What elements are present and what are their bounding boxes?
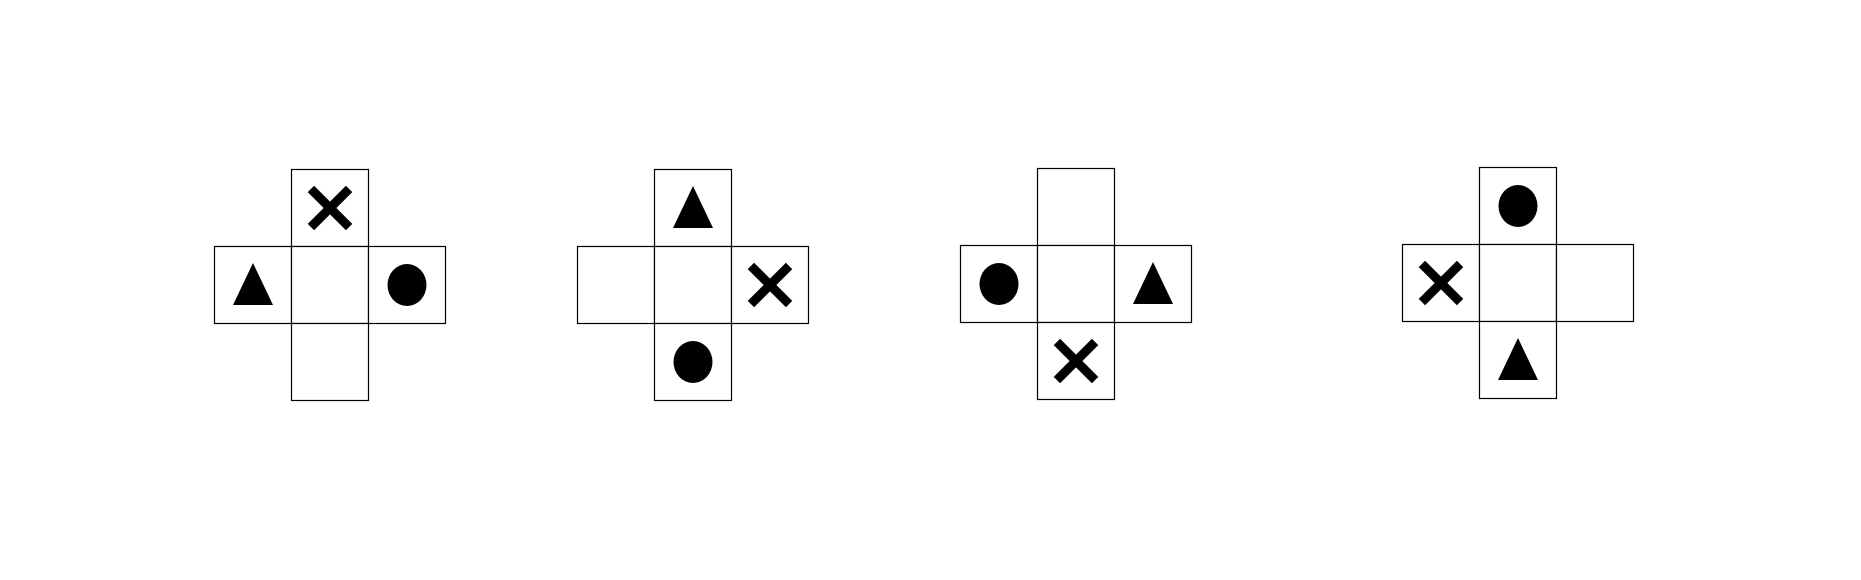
cell-center bbox=[1036, 244, 1116, 324]
cell-center bbox=[653, 245, 733, 325]
cross-icon bbox=[307, 185, 353, 231]
cell-bottom bbox=[290, 322, 370, 402]
cell-left bbox=[576, 245, 656, 325]
cell-center bbox=[1478, 243, 1558, 323]
circle-icon bbox=[673, 341, 713, 383]
cross-net-3 bbox=[959, 167, 1193, 401]
circle-icon bbox=[387, 264, 427, 306]
cell-center bbox=[290, 245, 370, 325]
cross-icon bbox=[747, 262, 793, 308]
circle-icon bbox=[1498, 185, 1538, 227]
cross-net-4 bbox=[1401, 166, 1635, 400]
cross-net-2 bbox=[576, 168, 810, 402]
cell-right bbox=[1555, 243, 1635, 323]
triangle-icon bbox=[1498, 338, 1538, 380]
triangle-icon bbox=[1133, 262, 1173, 304]
circle-icon bbox=[979, 263, 1019, 305]
triangle-icon bbox=[673, 186, 713, 228]
cell-top bbox=[1036, 167, 1116, 247]
triangle-icon bbox=[233, 263, 273, 305]
cross-icon bbox=[1053, 338, 1099, 384]
cross-icon bbox=[1418, 260, 1464, 306]
cross-net-1 bbox=[213, 168, 447, 402]
